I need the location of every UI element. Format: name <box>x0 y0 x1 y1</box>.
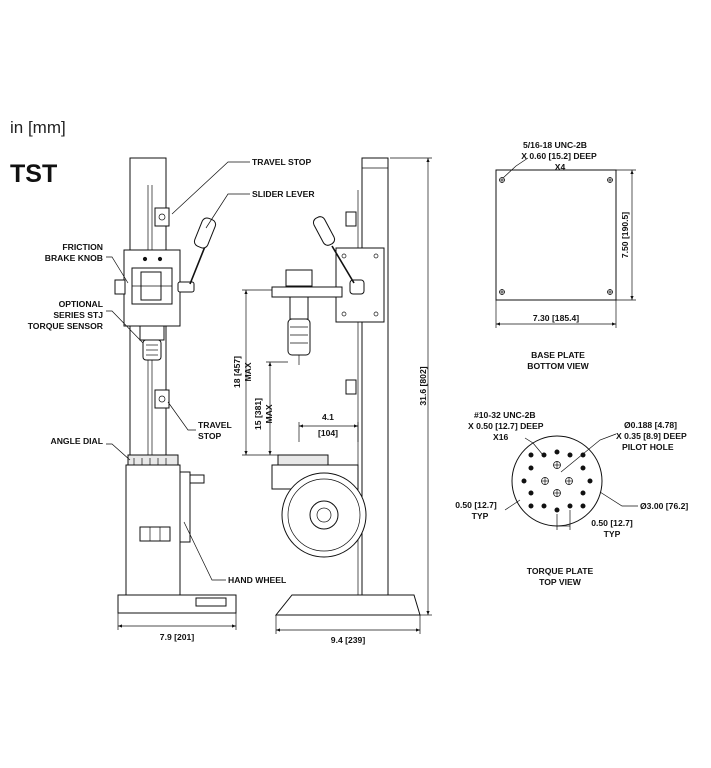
torque-thread-line2: X 0.50 [12.7] DEEP <box>468 421 544 431</box>
side-arm <box>271 286 343 298</box>
side-lever-handle <box>312 216 336 246</box>
front-view: 7.9 [201] TRAVEL STOP SLIDER LEVER FRICT… <box>28 157 316 642</box>
friction-brake-knob <box>114 279 126 295</box>
base-caption-line1: BASE PLATE <box>531 350 585 360</box>
dim-travel-15-max: MAX <box>264 404 274 423</box>
callout-slider-lever: SLIDER LEVER <box>252 189 315 199</box>
dim-travel-18: 18 [457] <box>232 356 242 388</box>
torque-diameter: Ø3.00 [76.2] <box>640 501 688 511</box>
torque-caption-line2: TOP VIEW <box>539 577 582 587</box>
callout-travel-stop-top: TRAVEL STOP <box>252 157 311 167</box>
callout-travel-stop-bottom-line2: STOP <box>198 431 222 441</box>
travel-stop-upper <box>154 207 170 227</box>
hand-wheel-edge <box>179 471 191 543</box>
front-width-dim: 7.9 [201] <box>160 632 195 642</box>
typ-left-line1: 0.50 [12.7] <box>455 500 497 510</box>
typ-right-line1: 0.50 [12.7] <box>591 518 633 528</box>
callout-optional-line3: TORQUE SENSOR <box>28 321 104 331</box>
base-plate <box>495 169 617 301</box>
callout-optional-line2: SERIES STJ <box>53 310 103 320</box>
torque-caption-line1: TORQUE PLATE <box>527 566 594 576</box>
dim-height: 31.6 [802] <box>418 366 428 405</box>
side-angle-dial <box>277 454 329 466</box>
dim-depth: 9.4 [239] <box>331 635 366 645</box>
dim-reach-mm: [104] <box>318 428 338 438</box>
side-base <box>274 594 421 616</box>
base-caption-line2: BOTTOM VIEW <box>527 361 589 371</box>
typ-left-line2: TYP <box>472 511 489 521</box>
pilot-line1: Ø0.188 [4.78] <box>624 420 677 430</box>
side-view: 18 [457] MAX 15 [381] MAX 4.1 [104] 31.6… <box>232 157 432 645</box>
travel-stop-lower <box>154 389 170 409</box>
base-height-dim: 7.50 [190.5] <box>620 212 630 258</box>
base-width-dim: 7.30 [185.4] <box>533 313 579 323</box>
callout-friction-line2: BRAKE KNOB <box>45 253 103 263</box>
angle-dial <box>127 454 179 466</box>
torque-thread-line1: #10-32 UNC-2B <box>474 410 536 420</box>
base-thread-line3: X4 <box>555 162 566 172</box>
torque-thread-line3: X16 <box>493 432 509 442</box>
dim-travel-18-max: MAX <box>243 362 253 381</box>
torque-plate-view: #10-32 UNC-2B X 0.50 [12.7] DEEP X16 Ø0.… <box>455 410 688 587</box>
callout-optional-line1: OPTIONAL <box>59 299 103 309</box>
units-label: in [mm] <box>10 118 66 137</box>
slider-lever-handle <box>193 217 217 249</box>
pilot-line3: PILOT HOLE <box>622 442 674 452</box>
torque-plate-holes <box>521 449 593 513</box>
callout-angle-dial: ANGLE DIAL <box>50 436 103 446</box>
base-thread-line2: X 0.60 [15.2] DEEP <box>521 151 597 161</box>
side-torque-sensor <box>287 318 311 356</box>
callout-travel-stop-bottom-line1: TRAVEL <box>198 420 232 430</box>
dim-reach-value: 4.1 <box>322 412 334 422</box>
callout-friction-line1: FRICTION <box>62 242 103 252</box>
pilot-line2: X 0.35 [8.9] DEEP <box>616 431 687 441</box>
typ-right-line2: TYP <box>604 529 621 539</box>
dim-travel-15: 15 [381] <box>253 398 263 430</box>
side-column <box>361 157 389 599</box>
base-thread-line1: 5/16-18 UNC-2B <box>523 140 587 150</box>
model-title: TST <box>10 160 58 188</box>
base-plate-view: 5/16-18 UNC-2B X 0.60 [15.2] DEEP X4 7.5… <box>495 140 636 371</box>
callout-hand-wheel: HAND WHEEL <box>228 575 286 585</box>
